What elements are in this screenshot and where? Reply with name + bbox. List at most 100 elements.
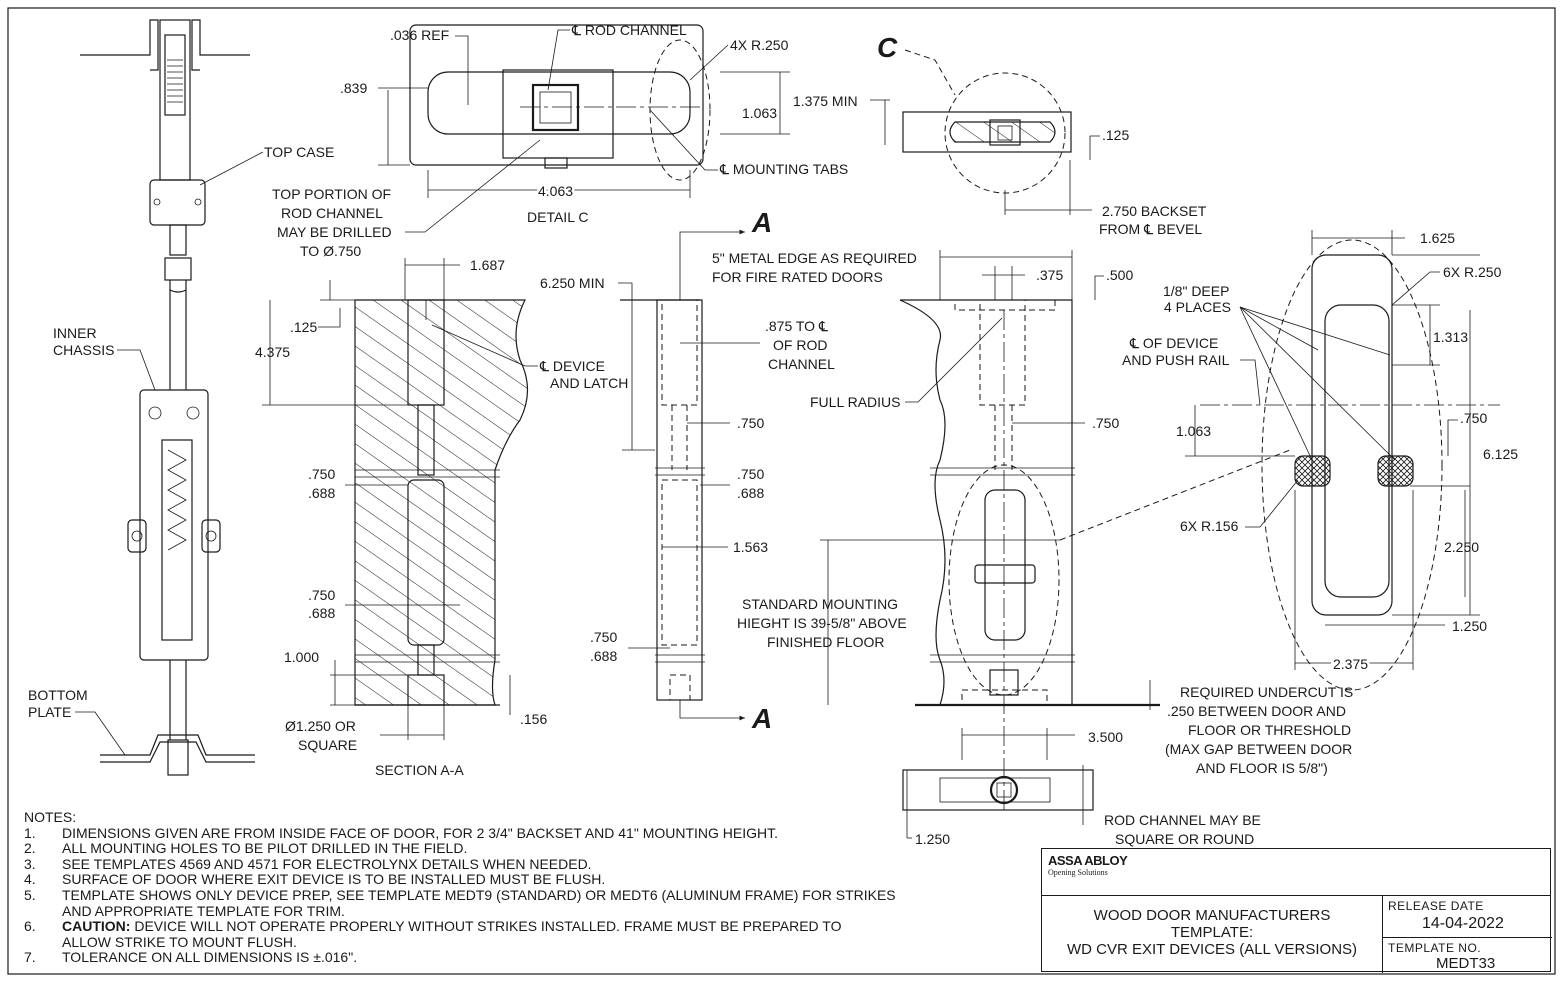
deep-label-2: 4 PLACES [1164, 299, 1231, 315]
undercut-note-5: AND FLOOR IS 5/8") [1196, 760, 1328, 776]
ref-dim: .036 REF [390, 27, 449, 43]
dim-3500: 3.500 [1088, 729, 1123, 745]
deep-label-1: 1/8" DEEP [1163, 283, 1229, 299]
detail-c-view [409, 24, 711, 181]
rod-channel-note-1: ROD CHANNEL MAY BE [1104, 812, 1261, 828]
drill-note-3: MAY BE DRILLED [277, 224, 392, 240]
dia-label-2: SQUARE [298, 737, 357, 753]
edge-dim-688: .688 [737, 485, 764, 501]
template-title: WOOD DOOR MANUFACTURERS TEMPLATE: WD CVR… [1042, 907, 1382, 958]
height-839-dim: .839 [340, 80, 367, 96]
front-dim-750: .750 [1092, 415, 1119, 431]
note-row: 7. TOLERANCE ON ALL DIMENSIONS IS ±.016". [24, 950, 896, 966]
mounting-tabs-label: ℄ MOUNTING TABS [719, 161, 848, 177]
edge-dim-750-c: .750 [590, 629, 617, 645]
channel-1063-dim: 1.063 [742, 105, 777, 121]
rod-channel-dim-1: .875 TO ℄ [765, 318, 828, 334]
bottom-plate-label-1: BOTTOM [28, 687, 88, 703]
dim-750-a: .750 [308, 466, 335, 482]
title-line-1: WOOD DOOR MANUFACTURERS [1093, 907, 1331, 924]
metal-edge-1: 5" METAL EDGE AS REQUIRED [712, 250, 917, 266]
note-text: TOLERANCE ON ALL DIMENSIONS IS ±.016". [62, 949, 358, 966]
note-text: ALLOW STRIKE TO MOUNT FLUSH. [62, 933, 297, 950]
note-row: 3.SEE TEMPLATES 4569 AND 4571 FOR ELECTR… [24, 856, 896, 873]
undercut-note-4: (MAX GAP BETWEEN DOOR [1165, 741, 1352, 757]
device-side-view [80, 19, 255, 776]
note-text: DEVICE WILL NOT OPERATE PROPERLY WITHOUT… [130, 918, 842, 935]
rod-channel-note-2: SQUARE OR ROUND [1115, 831, 1254, 847]
mounting-height-1: STANDARD MOUNTING [742, 596, 898, 612]
edge-dim-688-c: .688 [590, 648, 617, 664]
device-latch-1: ℄ DEVICE [539, 358, 605, 374]
note-row: 5. TEMPLATE SHOWS ONLY DEVICE PREP, SEE T… [24, 886, 896, 904]
logo-subtitle: Opening Solutions [1048, 868, 1108, 877]
note-row: ALLOW STRIKE TO MOUNT FLUSH. [24, 933, 896, 951]
callout-letter-c: C [877, 32, 898, 63]
dim-688-b: .688 [308, 605, 335, 621]
mounting-height-2: HIEGHT IS 39-5/8" ABOVE [737, 615, 907, 631]
dim-1000: 1.000 [284, 649, 319, 665]
note-number: 2. [24, 840, 36, 857]
section-letter-top: A [751, 207, 772, 238]
side-view-labels: TOP CASE INNER CHASSIS BOTTOM PLATE [28, 144, 334, 756]
note-row: 4. SURFACE OF DOOR WHERE EXIT DEVICE IS T… [24, 872, 896, 888]
dim-1313: 1.313 [1433, 329, 1468, 345]
drill-note-2: ROD CHANNEL [281, 205, 383, 221]
dim-688-a: .688 [308, 485, 335, 501]
strike-dim-1250: 1.250 [1452, 618, 1487, 634]
rod-channel-dim-2: OF ROD [773, 337, 827, 353]
min-1375-dim: 1.375 MIN [793, 93, 858, 109]
edge-dim-1563: 1.563 [733, 539, 768, 555]
inner-chassis-label-2: CHASSIS [53, 342, 114, 358]
radius-6x-250: 6X R.250 [1443, 264, 1502, 280]
section-aa-view [354, 299, 529, 706]
dim-375: .375 [1036, 267, 1063, 283]
dim-2375: 2.375 [1333, 656, 1368, 672]
note-text: SURFACE OF DOOR WHERE EXIT DEVICE IS TO … [62, 871, 606, 888]
radius-4x-label: 4X R.250 [730, 37, 789, 53]
divider [1042, 895, 1550, 896]
note-number: 5. [24, 886, 36, 903]
cl-device-1: ℄ OF DEVICE [1129, 335, 1218, 351]
note-text: TEMPLATE SHOWS ONLY DEVICE PREP, SEE TEM… [62, 886, 896, 903]
front-dim-1250: 1.250 [915, 831, 950, 847]
cl-device-2: AND PUSH RAIL [1122, 352, 1230, 368]
undercut-note-2: .250 BETWEEN DOOR AND [1167, 703, 1346, 719]
front-view [899, 299, 1291, 811]
edge-dim-750: .750 [737, 415, 764, 431]
caution-label: CAUTION: [62, 918, 131, 935]
title-block: ASSA ABLOY Opening Solutions WOOD DOOR M… [1041, 848, 1552, 973]
strike-dim-750: .750 [1460, 410, 1487, 426]
note-row: 6. CAUTION: DEVICE WILL NOT OPERATE PROPE… [24, 918, 896, 935]
template-no-value: MEDT33 [1436, 955, 1496, 972]
bottom-plate-label-2: PLATE [28, 704, 71, 720]
front-view-dims: 5" METAL EDGE AS REQUIRED FOR FIRE RATED… [712, 250, 1353, 847]
note-number: 6. [24, 918, 36, 935]
detail-c-caption: DETAIL C [527, 209, 588, 225]
title-line-2: TEMPLATE: [1170, 924, 1254, 941]
note-number: 7. [24, 949, 36, 966]
note-number [24, 904, 62, 920]
dim-1063: 1.063 [1176, 423, 1211, 439]
note-row: 2.ALL MOUNTING HOLES TO BE PILOT DRILLED… [24, 841, 896, 857]
undercut-note-1: REQUIRED UNDERCUT IS [1180, 684, 1353, 700]
width-4063-dim: 4.063 [538, 183, 573, 199]
dim-500: .500 [1106, 267, 1133, 283]
note-number: 4. [24, 871, 36, 888]
strike-detail-view [1200, 239, 1500, 691]
thickness-125-dim: .125 [1102, 127, 1129, 143]
radius-6x-156: 6X R.156 [1180, 518, 1239, 534]
top-case-label: TOP CASE [264, 144, 334, 160]
notes-heading: NOTES: [24, 809, 77, 825]
dia-label-1: Ø1.250 OR [285, 718, 356, 734]
sheet-border [7, 7, 1556, 975]
edge-view: A A 6.250 MIN .875 TO ℄ OF ROD CHANNEL .… [540, 207, 1060, 734]
title-line-3: WD CVR EXIT DEVICES (ALL VERSIONS) [1066, 941, 1358, 958]
release-date-value: 14-04-2022 [1422, 915, 1504, 932]
c-callout-view: C 1.375 MIN .125 2.750 BACKSET FROM ℄ BE… [793, 32, 1207, 237]
note-row: 1.DIMENSIONS GIVEN ARE FROM INSIDE FACE … [24, 825, 896, 842]
dim-750-b: .750 [308, 587, 335, 603]
section-aa-dims: 1.687 .125 4.375 ℄ DEVICE AND LATCH .750… [255, 257, 628, 778]
dim-1687: 1.687 [470, 257, 505, 273]
backset-label-1: 2.750 BACKSET [1102, 203, 1207, 219]
